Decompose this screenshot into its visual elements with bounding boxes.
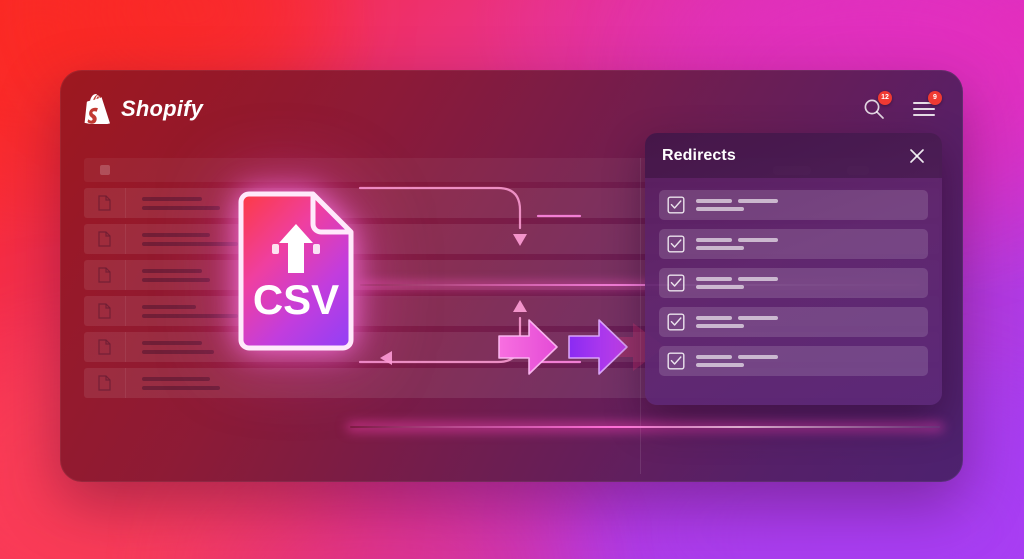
placeholder-bar [696,207,744,211]
document-icon [98,195,111,211]
placeholder-bar [696,324,744,328]
row-placeholder-bar [142,349,214,354]
document-icon [98,231,111,247]
list-item-line [696,277,778,281]
document-icon [98,375,111,391]
row-icon-cell [84,260,126,290]
search-badge: 12 [878,91,892,105]
list-item-lines [696,199,778,211]
list-item-line [696,355,778,359]
row-placeholder-bar [142,196,202,201]
glow-streak [350,426,940,428]
list-item[interactable] [659,307,928,337]
panel-header: Redirects [645,133,942,178]
select-all-cell[interactable] [84,165,126,175]
close-x-icon[interactable] [908,147,926,165]
placeholder-bar [738,277,778,281]
document-icon [98,339,111,355]
panel-title: Redirects [662,146,736,164]
header-actions: 12 9 [861,91,942,122]
row-icon-cell [84,224,126,254]
arrow-right-icon [498,319,558,375]
row-placeholder-bar [142,241,238,246]
shopify-admin-window: Shopify 12 9 [60,70,963,482]
panel-body [645,178,942,386]
shopify-bag-icon [84,94,110,124]
checkbox-checked-icon [667,196,685,214]
row-placeholder-bar [142,313,238,318]
placeholder-bar [696,316,732,320]
list-item-line [696,207,778,211]
list-item-line [696,285,778,289]
list-item-lines [696,277,778,289]
document-icon [98,267,111,283]
row-placeholder-bar [142,205,220,210]
row-content [126,232,238,246]
placeholder-bar [738,316,778,320]
row-icon-cell [84,296,126,326]
placeholder-bar [738,355,778,359]
placeholder-bar [738,199,778,203]
row-icon-cell [84,368,126,398]
background-blob [200,469,560,559]
placeholder-bar [696,285,744,289]
list-item-lines [696,355,778,367]
row-icon-cell [84,188,126,218]
list-item-line [696,363,778,367]
list-item[interactable] [659,190,928,220]
placeholder-bar [696,246,744,250]
placeholder-bar [696,355,732,359]
list-item-line [696,238,778,242]
list-item-lines [696,238,778,250]
list-item[interactable] [659,268,928,298]
placeholder-bar [738,238,778,242]
placeholder-bar [696,363,744,367]
transfer-arrows [497,318,637,376]
checkbox-checked-icon [667,313,685,331]
csv-upload-file-icon: CSV [232,186,360,356]
row-content [126,376,220,390]
placeholder-bar [696,199,732,203]
row-placeholder-bar [142,304,196,309]
list-item-line [696,316,778,320]
row-content [126,268,210,282]
brand-name: Shopify [121,96,204,121]
csv-label: CSV [253,276,339,323]
arrow-right-icon [568,319,628,375]
placeholder-bar [696,238,732,242]
row-placeholder-bar [142,376,210,381]
search-icon[interactable]: 12 [861,91,892,122]
list-item[interactable] [659,229,928,259]
checkbox-checked-icon [667,274,685,292]
checkbox-checked-icon [667,235,685,253]
list-item-line [696,199,778,203]
brand: Shopify [84,94,203,124]
hamburger-menu-icon[interactable]: 9 [911,91,942,122]
row-content [126,340,214,354]
row-placeholder-bar [142,232,210,237]
row-content [126,196,220,210]
row-placeholder-bar [142,340,202,345]
checkbox-checked-icon [667,352,685,370]
row-placeholder-bar [142,277,210,282]
list-item[interactable] [659,346,928,376]
window-header: Shopify 12 9 [60,70,963,148]
row-content [126,304,238,318]
row-placeholder-bar [142,268,202,273]
list-item-line [696,246,778,250]
list-item-line [696,324,778,328]
row-icon-cell [84,332,126,362]
list-item-lines [696,316,778,328]
document-icon [98,303,111,319]
placeholder-bar [696,277,732,281]
checkbox-square-icon [100,165,110,175]
arrow-right-icon [603,323,665,371]
row-placeholder-bar [142,385,220,390]
redirects-panel: Redirects [645,133,942,405]
menu-badge: 9 [928,91,942,105]
table-column-divider [640,158,641,474]
